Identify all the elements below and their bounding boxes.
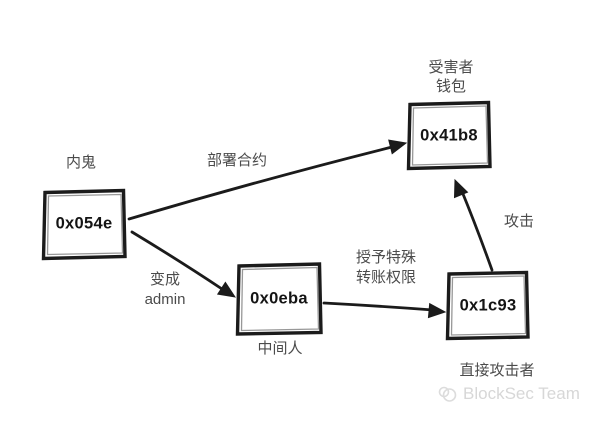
- become-admin-line2: admin: [144, 291, 186, 308]
- middleman-role-label: 中间人: [257, 340, 303, 357]
- deploy-contract-arrow: [127, 139, 408, 221]
- insider-role-label: 内鬼: [65, 154, 97, 171]
- become-admin-label: 变成 admin: [145, 270, 186, 310]
- middleman-address: 0x0eba: [250, 289, 308, 308]
- deploy-contract-label: 部署合约: [206, 152, 268, 169]
- insider-address: 0x054e: [55, 214, 113, 233]
- middleman-box: [235, 262, 323, 336]
- become-admin-arrow: [130, 230, 237, 298]
- blocksec-logo-icon: [438, 386, 457, 402]
- victim-address: 0x41b8: [420, 126, 478, 145]
- grant-permission-line2: 转账权限: [355, 269, 417, 286]
- grant-permission-line1: 授予特殊: [355, 249, 417, 266]
- grant-permission-label: 授予特殊 转账权限: [356, 248, 416, 288]
- victim-role-line2: 钱包: [435, 78, 467, 95]
- grant-permission-arrow: [322, 301, 447, 319]
- insider-box: [41, 188, 127, 261]
- become-admin-line1: 变成: [149, 271, 181, 288]
- attack-label: 攻击: [503, 213, 535, 230]
- victim-role-line1: 受害者: [428, 59, 474, 76]
- attacker-address: 0x1c93: [459, 296, 517, 315]
- victim-role-label: 受害者 钱包: [428, 58, 473, 96]
- attacker-box: [445, 270, 530, 341]
- victim-box: [406, 100, 492, 171]
- watermark: BlockSec Team: [437, 384, 580, 404]
- attacker-role-label: 直接攻击者: [459, 362, 535, 379]
- watermark-text: BlockSec Team: [463, 384, 580, 403]
- attack-arrow: [453, 178, 494, 272]
